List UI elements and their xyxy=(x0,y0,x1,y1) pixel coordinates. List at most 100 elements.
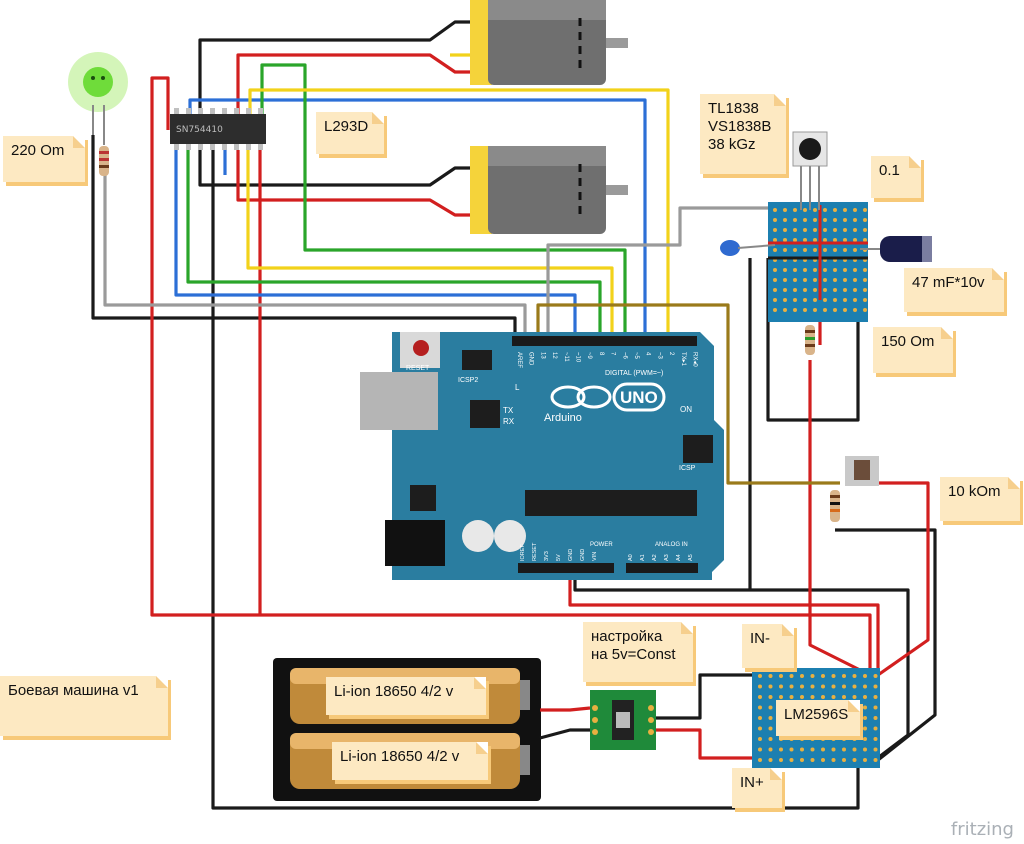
proto-hole xyxy=(813,298,817,302)
proto-hole xyxy=(863,288,867,292)
chip-pin xyxy=(222,143,227,150)
chip-pins-bottom xyxy=(174,143,263,150)
proto-hole xyxy=(800,747,804,752)
digital-pin-label: 4 xyxy=(645,352,651,356)
proto-hole xyxy=(758,758,762,762)
analog-pin-label: A3 xyxy=(664,554,670,561)
proto-hole xyxy=(779,758,783,762)
digital-pin-label: ~9 xyxy=(586,352,592,360)
proto-hole xyxy=(831,674,836,678)
proto-hole xyxy=(842,684,846,689)
proto-hole xyxy=(843,298,847,302)
proto-hole xyxy=(773,288,777,292)
power-pin-label: GND xyxy=(568,549,574,561)
digital-pin-label: TX▸1 xyxy=(680,352,686,367)
proto-hole xyxy=(863,716,867,720)
proto-hole xyxy=(803,218,807,222)
proto-hole xyxy=(833,278,837,282)
proto-hole xyxy=(843,218,847,222)
proto-hole xyxy=(793,238,797,242)
proto-hole xyxy=(803,228,807,232)
ceramic-capacitor xyxy=(720,240,776,256)
proto-hole xyxy=(833,248,837,252)
proto-hole xyxy=(853,218,857,222)
proto-hole xyxy=(873,684,878,689)
proto-hole xyxy=(783,248,787,252)
proto-hole xyxy=(813,218,817,222)
proto-hole xyxy=(758,674,762,678)
arduino-label: Arduino xyxy=(544,412,582,424)
proto-hole xyxy=(843,288,847,292)
proto-hole xyxy=(768,737,773,741)
proto-hole xyxy=(813,238,817,242)
proto-hole xyxy=(863,238,867,242)
proto-hole xyxy=(823,298,827,302)
electrolytic-capacitor xyxy=(860,236,932,262)
proto-hole xyxy=(873,758,878,762)
proto-hole xyxy=(823,288,827,292)
proto-hole xyxy=(813,248,817,252)
digital-label: DIGITAL (PWM=~) xyxy=(605,370,663,377)
proto-hole xyxy=(823,218,827,222)
proto-hole xyxy=(843,248,847,252)
wires xyxy=(91,20,937,810)
proto-hole xyxy=(843,308,847,312)
proto-hole xyxy=(810,674,815,678)
switch-module xyxy=(590,690,656,750)
proto-hole xyxy=(863,268,867,272)
proto-hole xyxy=(803,308,807,312)
motor-driver-chip: SN754410 xyxy=(170,108,266,150)
note-10k-ohm: 10 kOm xyxy=(940,477,1020,521)
proto-hole xyxy=(779,747,783,752)
ir-line-3: 38 kGz xyxy=(708,136,756,153)
proto-hole xyxy=(800,674,804,678)
proto-hole xyxy=(793,218,797,222)
proto-hole xyxy=(800,737,804,741)
chip-pin xyxy=(246,143,251,150)
digital-pin-label: ~6 xyxy=(621,352,627,360)
proto-hole xyxy=(783,218,787,222)
proto-hole xyxy=(793,298,797,302)
power-pin-label: VIN xyxy=(592,552,598,561)
note-lm2596: LM2596S xyxy=(776,700,860,736)
proto-hole xyxy=(863,684,867,689)
proto-hole xyxy=(783,268,787,272)
proto-hole xyxy=(758,747,762,752)
proto-hole xyxy=(813,278,817,282)
proto-hole xyxy=(793,288,797,292)
proto-hole xyxy=(823,248,827,252)
proto-hole xyxy=(853,278,857,282)
proto-hole xyxy=(773,208,777,212)
proto-hole xyxy=(789,684,794,689)
chip-pin xyxy=(186,143,191,150)
proto-hole xyxy=(852,684,857,689)
analog-pin-label: A4 xyxy=(676,554,682,561)
proto-hole xyxy=(843,278,847,282)
proto-hole xyxy=(863,218,867,222)
proto-hole xyxy=(853,248,857,252)
ir-receiver xyxy=(792,131,828,210)
proto-hole xyxy=(758,726,762,731)
proto-hole xyxy=(803,208,807,212)
analog-pin-label: A2 xyxy=(652,554,658,561)
proto-hole xyxy=(833,228,837,232)
proto-hole xyxy=(810,758,815,762)
proto-hole xyxy=(833,238,837,242)
proto-hole xyxy=(823,268,827,272)
proto-hole xyxy=(823,208,827,212)
proto-hole xyxy=(773,308,777,312)
proto-hole xyxy=(803,238,807,242)
note-battery-2: Li-ion 18650 4/2 v xyxy=(332,742,488,780)
proto-hole xyxy=(779,684,783,689)
proto-hole xyxy=(863,695,867,699)
resistor-150 xyxy=(805,325,815,355)
proto-hole xyxy=(793,268,797,272)
proto-hole xyxy=(873,695,878,699)
proto-hole xyxy=(833,208,837,212)
proto-hole xyxy=(873,747,878,752)
proto-hole xyxy=(843,238,847,242)
proto-hole xyxy=(831,758,836,762)
proto-hole xyxy=(773,278,777,282)
